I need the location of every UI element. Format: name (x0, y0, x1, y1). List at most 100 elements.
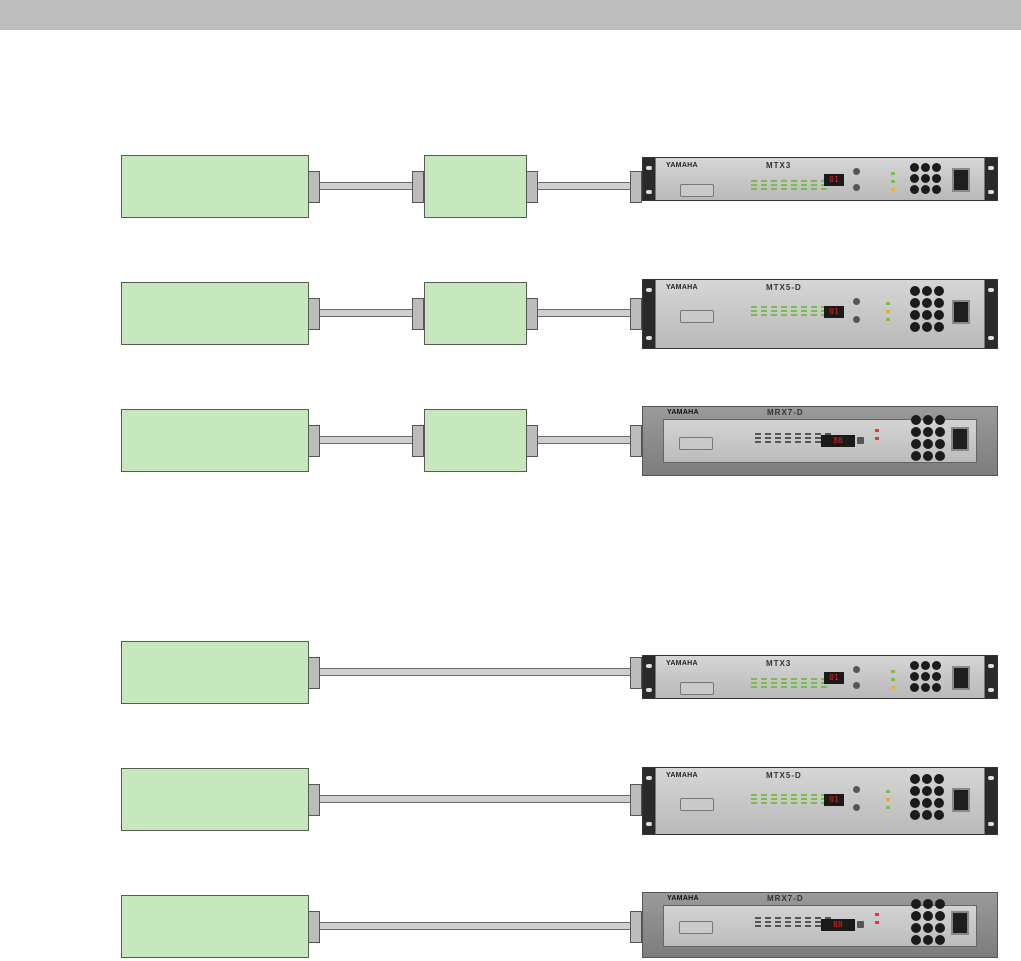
intermediate-device-box (424, 282, 527, 345)
up-button-icon (853, 666, 860, 673)
brand-label: YAMAHA (666, 284, 698, 291)
cable (320, 922, 630, 930)
select-button-icon (857, 921, 864, 928)
level-meters (751, 678, 828, 688)
status-led (875, 913, 879, 916)
status-led (875, 429, 879, 432)
down-button-icon (853, 682, 860, 689)
mtx5d-device: YAMAHA MTX5-D 01 (642, 767, 998, 835)
status-led (875, 921, 879, 924)
cable (320, 309, 412, 317)
status-led (886, 806, 890, 809)
level-meters (751, 180, 828, 190)
model-label: MRX7-D (767, 894, 804, 903)
brand-label: YAMAHA (667, 895, 699, 902)
connector (630, 784, 642, 816)
card-slot (680, 184, 714, 197)
source-device-box (121, 409, 309, 472)
vent-grille (910, 163, 941, 194)
source-device-box (121, 155, 309, 218)
vent-grille (910, 661, 941, 692)
mrx7d-device: YAMAHA MRX7-D 88 (642, 406, 998, 476)
level-meters (755, 917, 832, 927)
card-slot (679, 437, 713, 450)
connector (308, 171, 320, 203)
rack-ear-right (985, 768, 997, 834)
status-led (886, 310, 890, 313)
status-led (886, 790, 890, 793)
connector (412, 298, 424, 330)
rack-ear-left (643, 768, 655, 834)
preset-display: 88 (821, 435, 855, 447)
header-bar (0, 0, 1021, 30)
cable (320, 668, 630, 676)
connector (412, 171, 424, 203)
model-label: MTX5-D (766, 283, 802, 292)
source-device-box (121, 641, 309, 704)
mtx3-device: YAMAHA MTX3 01 (642, 157, 998, 201)
brand-label: YAMAHA (667, 409, 699, 416)
status-led (886, 302, 890, 305)
cable (320, 182, 412, 190)
connector (308, 911, 320, 943)
status-led (891, 188, 895, 191)
preset-display: 01 (824, 306, 844, 318)
vent-grille (910, 286, 944, 332)
connector (526, 171, 538, 203)
cable (320, 436, 412, 444)
preset-display: 01 (824, 672, 844, 684)
vent-grille (911, 899, 945, 945)
rack-ear-left (643, 656, 655, 698)
vent-grille (910, 774, 944, 820)
card-slot (680, 310, 714, 323)
select-button-icon (857, 437, 864, 444)
card-slot (680, 798, 714, 811)
rack-ear-right (985, 656, 997, 698)
cable (538, 436, 630, 444)
connector (630, 425, 642, 457)
preset-display: 01 (824, 174, 844, 186)
preset-display: 01 (824, 794, 844, 806)
brand-label: YAMAHA (666, 162, 698, 169)
level-meters (751, 306, 828, 316)
model-label: MRX7-D (767, 408, 804, 417)
model-label: MTX5-D (766, 771, 802, 780)
card-slot (680, 682, 714, 695)
connector (412, 425, 424, 457)
mrx7d-device: YAMAHA MRX7-D 88 (642, 892, 998, 958)
status-led (891, 180, 895, 183)
rack-ear-left (643, 158, 655, 200)
card-slot (679, 921, 713, 934)
connector (630, 298, 642, 330)
vent-grille (911, 415, 945, 461)
connector (308, 298, 320, 330)
mtx5d-device: YAMAHA MTX5-D 01 (642, 279, 998, 349)
up-button-icon (853, 298, 860, 305)
brand-label: YAMAHA (666, 660, 698, 667)
status-led (886, 798, 890, 801)
connector (308, 657, 320, 689)
down-button-icon (853, 804, 860, 811)
connector (308, 784, 320, 816)
cable (320, 795, 630, 803)
connector (526, 425, 538, 457)
status-led (875, 437, 879, 440)
up-button-icon (853, 786, 860, 793)
source-device-box (121, 282, 309, 345)
status-led (891, 678, 895, 681)
intermediate-device-box (424, 155, 527, 218)
connector (630, 657, 642, 689)
down-button-icon (853, 316, 860, 323)
cable (538, 182, 630, 190)
status-led (891, 670, 895, 673)
power-switch-icon (951, 911, 969, 935)
power-switch-icon (952, 168, 970, 192)
model-label: MTX3 (766, 659, 792, 668)
rack-ear-right (985, 280, 997, 348)
connector (526, 298, 538, 330)
status-led (886, 318, 890, 321)
up-button-icon (853, 168, 860, 175)
preset-display: 88 (821, 919, 855, 931)
cable (538, 309, 630, 317)
status-led (891, 686, 895, 689)
